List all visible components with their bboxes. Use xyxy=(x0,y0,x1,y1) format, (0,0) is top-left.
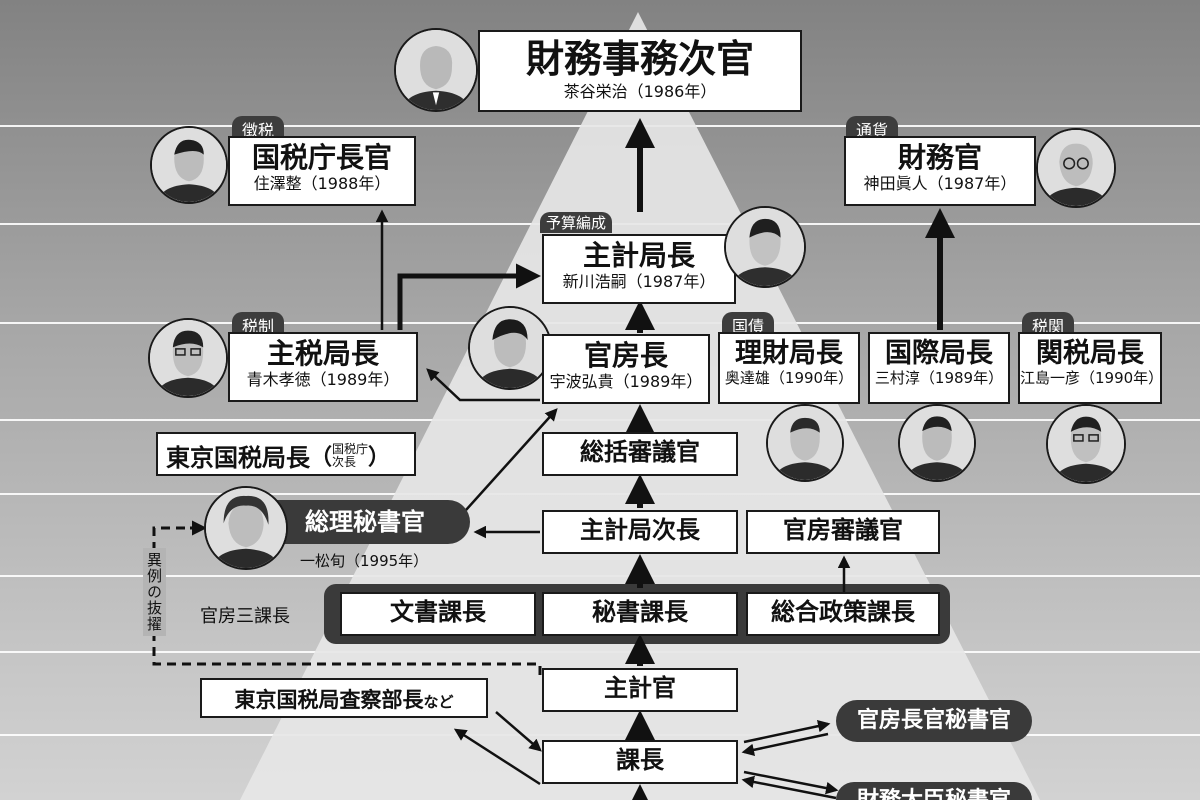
arrow-kanbochokan-to-kacho xyxy=(741,732,829,757)
title-shuzei: 主税局長 xyxy=(266,337,379,370)
arrow-kacho-to-kanbochokan xyxy=(743,719,831,744)
avatar-top xyxy=(394,28,478,112)
title-kacho: 課長 xyxy=(616,746,664,774)
avatar-kokuzei xyxy=(150,126,228,204)
box-kanzei: 関税局長 江島一彦（1990年） xyxy=(1018,332,1164,404)
box-satsu: 東京国税局査察部長など xyxy=(200,678,488,718)
title-soukatsu: 総括審議官 xyxy=(580,438,700,466)
name-kokuzei: 住澤整（1988年） xyxy=(253,174,391,194)
box-shukei-jicho: 主計局次長 xyxy=(542,510,738,554)
avatar-shukei xyxy=(724,206,806,288)
name-rizai: 奥達雄（1990年） xyxy=(724,369,854,388)
pill-kanbochokan-hisho: 官房長官秘書官 xyxy=(836,700,1032,742)
arrow-kanbo-to-shuzei xyxy=(426,368,540,402)
box-kacho: 課長 xyxy=(542,740,738,784)
title-shukei: 主計局長 xyxy=(582,239,695,272)
avatar-sorihisho xyxy=(204,486,288,570)
label-kanbo-sankacho: 官房三課長 xyxy=(200,606,290,627)
arrow-shuzei-to-shukei xyxy=(397,263,541,330)
box-soukatsu: 総括審議官 xyxy=(542,432,738,476)
arrow-satsu-to-kacho xyxy=(495,711,542,752)
box-kanbo-shingikan: 官房審議官 xyxy=(746,510,940,554)
box-kanbo: 官房長 宇波弘貴（1989年） xyxy=(542,334,710,404)
box-tokyo: 東京国税局長（国税庁次長） xyxy=(156,432,416,476)
title-satsu: 東京国税局査察部長 xyxy=(234,688,424,712)
name-kanbo: 宇波弘貴（1989年） xyxy=(549,372,703,392)
avatar-kanbo xyxy=(468,306,552,390)
box-sogo: 総合政策課長 xyxy=(746,592,940,636)
title-kanbochokan-hisho: 官房長官秘書官 xyxy=(856,708,1011,733)
avatar-kanzei xyxy=(1046,404,1126,484)
avatar-zaimukan xyxy=(1036,128,1116,208)
box-top: 財務事務次官 茶谷栄治（1986年） xyxy=(478,30,802,112)
title-zaimukan: 財務官 xyxy=(897,141,982,174)
title-daijin-hisho: 財務大臣秘書官 xyxy=(857,788,1011,800)
box-shukei: 主計局長 新川浩嗣（1987年） xyxy=(542,234,736,304)
arrow-daijin-to-kacho xyxy=(741,775,837,800)
name-sorihisho: 一松旬（1995年） xyxy=(300,552,429,570)
name-shuzei: 青木孝徳（1989年） xyxy=(246,370,400,390)
title-sogo: 総合政策課長 xyxy=(771,598,915,626)
box-bunsho: 文書課長 xyxy=(340,592,536,636)
box-kokusai: 国際局長 三村淳（1989年） xyxy=(868,332,1010,404)
title-rizai: 理財局長 xyxy=(735,338,843,369)
tokyo-note-line2: 次長 xyxy=(332,454,357,469)
box-shukeikan: 主計官 xyxy=(542,668,738,712)
tag-shukei: 予算編成 xyxy=(540,212,613,233)
title-kanbo: 官房長 xyxy=(583,339,668,372)
tokyo-note-line1: 国税庁 xyxy=(332,441,369,456)
arrow-kacho-down-left xyxy=(453,728,541,786)
title-shukeikan: 主計官 xyxy=(604,674,676,702)
satsu-suffix: など xyxy=(423,693,454,711)
tokyo-paren-open: （ xyxy=(310,445,333,471)
title-top: 財務事務次官 xyxy=(525,37,754,81)
name-kokusai: 三村淳（1989年） xyxy=(874,369,1004,388)
label-ijirei: 異例の抜擢 xyxy=(143,548,166,636)
box-shuzei: 主税局長 青木孝徳（1989年） xyxy=(228,332,418,402)
title-hisho: 秘書課長 xyxy=(592,598,688,626)
title-kanzei: 関税局長 xyxy=(1036,338,1144,369)
box-zaimukan: 財務官 神田眞人（1987年） xyxy=(844,136,1036,206)
tokyo-note: 国税庁次長 xyxy=(332,443,368,468)
box-hisho: 秘書課長 xyxy=(542,592,738,636)
name-zaimukan: 神田眞人（1987年） xyxy=(863,174,1017,194)
arrow-soriji-to-kanbo xyxy=(465,408,558,511)
pill-daijin-hisho: 財務大臣秘書官 xyxy=(836,782,1032,800)
box-kokuzei: 国税庁長官 住澤整（1988年） xyxy=(228,136,416,206)
name-shukei: 新川浩嗣（1987年） xyxy=(562,272,716,292)
avatar-kokusai xyxy=(898,404,976,482)
name-kanzei: 江島一彦（1990年） xyxy=(1020,369,1164,388)
title-kanbo-shingikan: 官房審議官 xyxy=(783,516,903,544)
title-bunsho: 文書課長 xyxy=(390,598,486,626)
title-kokusai: 国際局長 xyxy=(885,338,993,369)
title-sorihisho: 総理秘書官 xyxy=(305,508,425,536)
tokyo-paren-close: ） xyxy=(368,445,391,471)
avatar-shuzei xyxy=(148,318,228,398)
arrow-kacho-to-daijin xyxy=(743,770,839,795)
title-tokyo: 東京国税局長 xyxy=(166,444,310,472)
avatar-rizai xyxy=(766,404,844,482)
name-top: 茶谷栄治（1986年） xyxy=(563,81,717,101)
title-shukei-jicho: 主計局次長 xyxy=(580,516,700,544)
box-rizai: 理財局長 奥達雄（1990年） xyxy=(718,332,860,404)
title-kokuzei: 国税庁長官 xyxy=(251,141,392,174)
ijirei-dashed-path xyxy=(152,526,542,676)
